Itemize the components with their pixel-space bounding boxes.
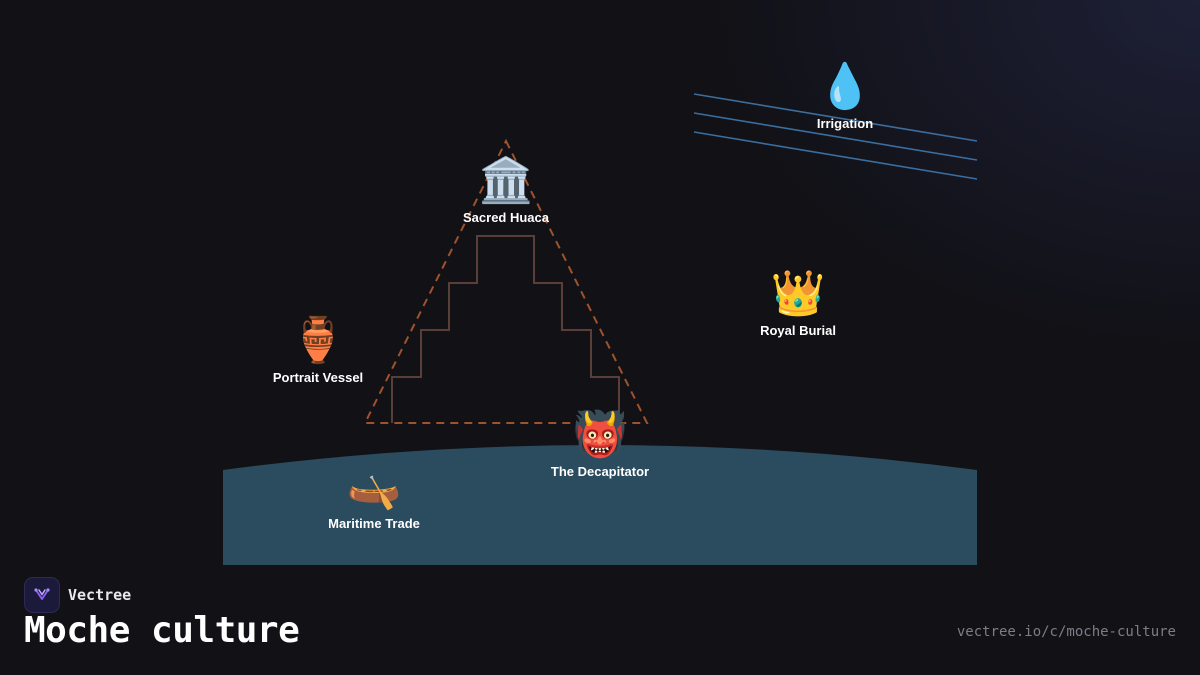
brand[interactable]: Vectree — [24, 577, 131, 613]
ogre-mask-icon: 👹 — [572, 410, 628, 459]
node-irrigation[interactable]: 💧 Irrigation — [817, 62, 873, 131]
brand-name: Vectree — [68, 586, 132, 604]
classical-building-icon: 🏛️ — [478, 156, 534, 205]
vectree-logo-icon — [24, 577, 60, 613]
node-label: Sacred Huaca — [463, 210, 549, 225]
node-royal-burial[interactable]: 👑 Royal Burial — [760, 269, 836, 338]
pyramid-outline — [363, 138, 649, 424]
node-maritime-trade[interactable]: 🛶 Maritime Trade — [328, 462, 420, 531]
droplet-icon: 💧 — [817, 62, 873, 111]
sea-area — [223, 445, 977, 565]
page-url[interactable]: vectree.io/c/moche-culture — [956, 624, 1176, 640]
node-portrait-vessel[interactable]: 🏺 Portrait Vessel — [273, 316, 363, 385]
node-label: Maritime Trade — [328, 516, 420, 531]
canoe-icon: 🛶 — [346, 462, 402, 511]
page-title: Moche culture — [24, 610, 300, 651]
crown-icon: 👑 — [770, 269, 826, 318]
node-the-decapitator[interactable]: 👹 The Decapitator — [551, 410, 649, 479]
node-label: Portrait Vessel — [272, 370, 364, 385]
node-label: The Decapitator — [550, 464, 650, 479]
node-label: Irrigation — [816, 116, 874, 131]
irrigation-lines — [693, 93, 978, 180]
node-sacred-huaca[interactable]: 🏛️ Sacred Huaca — [463, 156, 549, 225]
amphora-icon: 🏺 — [290, 316, 346, 365]
pyramid-steps — [391, 235, 620, 423]
node-label: Royal Burial — [760, 323, 836, 338]
